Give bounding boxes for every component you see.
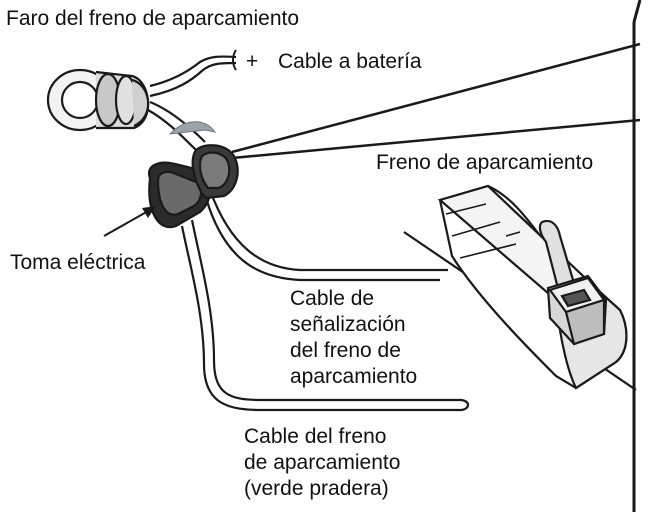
brake-cable-label-line-3: (verde pradera): [244, 477, 389, 500]
signal-cable-label-line-2: señalización: [290, 313, 406, 336]
power-socket-label: Toma eléctrica: [10, 251, 146, 274]
brake-cable-label: Cable del freno de aparcamiento (verde p…: [244, 424, 400, 502]
parking-brake-light-bulb: [46, 68, 150, 132]
battery-cable-label: Cable a batería: [278, 50, 422, 73]
panel-border-top: [632, 0, 642, 23]
brake-cable-line: [180, 219, 470, 412]
parking-brake-light-label: Faro del freno de aparcamiento: [6, 7, 300, 30]
insert-arrow: [168, 121, 217, 135]
signal-cable-label-line-1: Cable de: [290, 287, 375, 310]
signal-cable-line: [204, 189, 448, 282]
callout-line-lower: [231, 118, 641, 160]
signal-cable-label-line-3: del freno de: [290, 339, 401, 362]
brake-cable-label-line-2: de aparcamiento: [244, 451, 401, 474]
brake-cable-label-line-1: Cable del freno: [244, 425, 387, 448]
callout-line-upper: [231, 42, 641, 154]
parking-brake-assembly: [403, 184, 637, 391]
signal-cable-label-line-4: aparcamiento: [290, 365, 418, 388]
power-socket-connector: [147, 144, 239, 229]
signal-cable-label: Cable de señalización del freno de aparc…: [290, 286, 417, 390]
lamp-wires: [147, 100, 206, 151]
battery-cable: [149, 49, 237, 98]
parking-brake-label: Freno de aparcamiento: [376, 151, 594, 174]
socket-pointer-arrow: [103, 206, 156, 237]
battery-plus-sign: +: [246, 50, 259, 73]
